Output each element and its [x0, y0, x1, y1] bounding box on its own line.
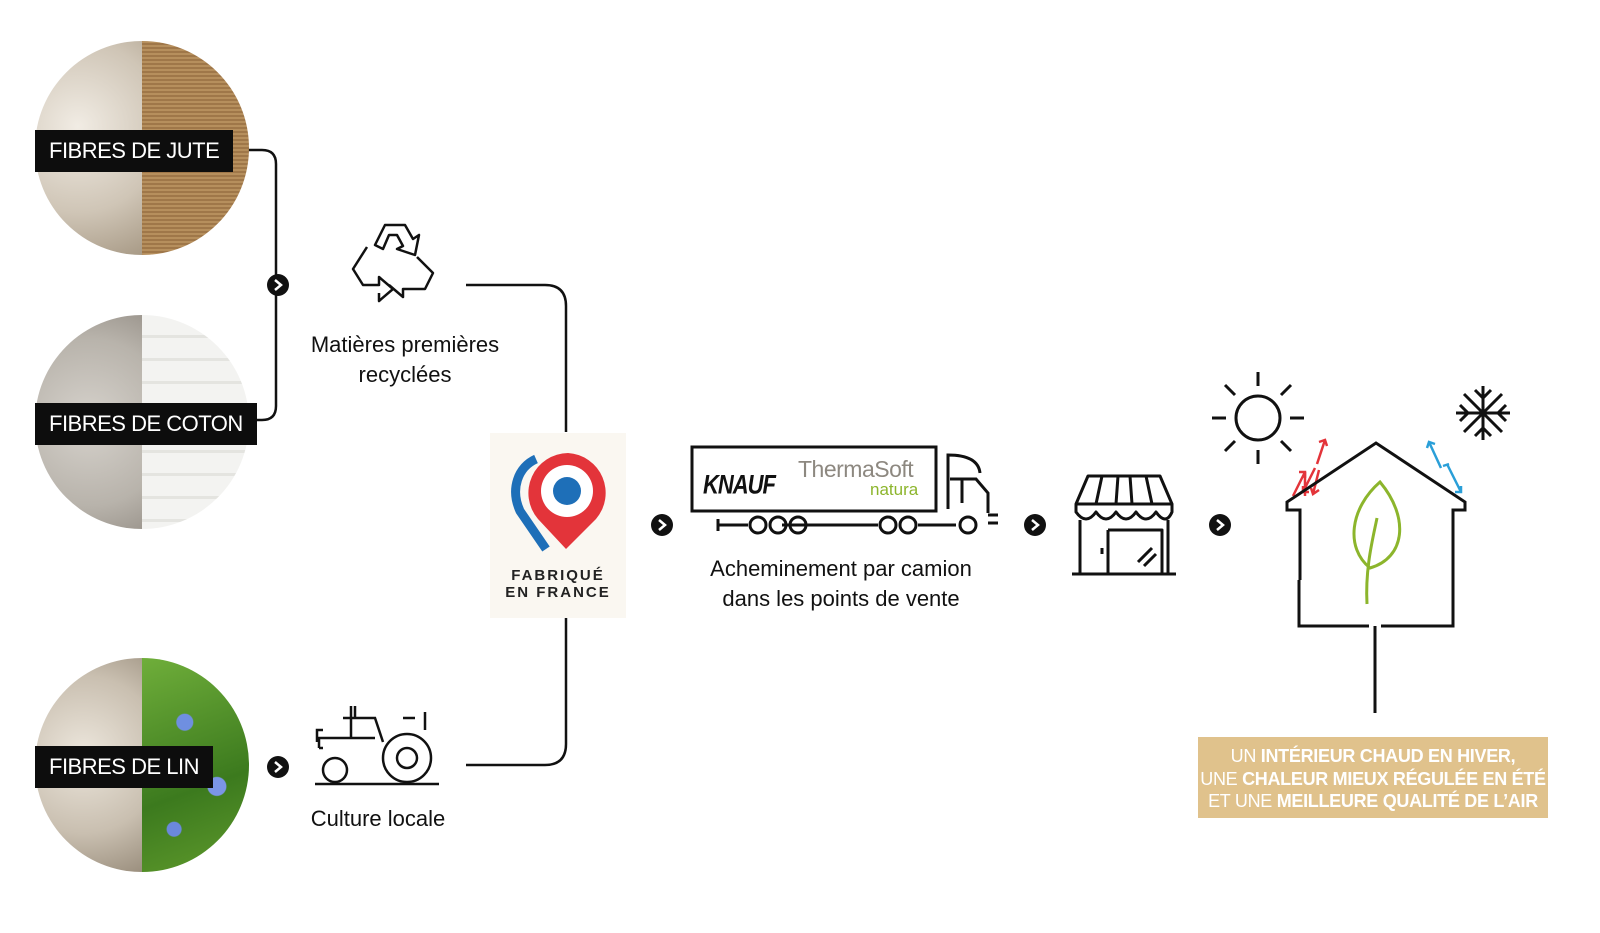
transport-caption: Acheminement par camion dans les points …	[680, 554, 1002, 614]
benefit-line2-b: CHALEUR MIEUX RÉGULÉE EN ÉTÉ	[1242, 768, 1546, 789]
thermasoft-natura-logo: natura	[870, 480, 919, 499]
snowflake-icon	[1456, 386, 1510, 440]
arrow-right-icon	[267, 274, 289, 296]
recycled-caption-line2: recyclées	[358, 362, 452, 387]
arrow-right-icon	[267, 756, 289, 778]
benefit-line2-a: UNE	[1200, 768, 1243, 789]
benefit-line1-a: UN	[1230, 746, 1261, 766]
store-icon	[1072, 474, 1176, 576]
made-in-france-line2: EN FRANCE	[505, 584, 611, 601]
benefit-banner: UN INTÉRIEUR CHAUD EN HIVER, UNE CHALEUR…	[1198, 737, 1548, 818]
sun-icon	[1212, 372, 1304, 464]
transport-caption-line1: Acheminement par camion	[710, 556, 972, 581]
transport-caption-line2: dans les points de vente	[722, 586, 960, 611]
truck-icon	[690, 445, 998, 535]
leaf-icon	[1352, 479, 1402, 605]
benefit-line1-b: INTÉRIEUR CHAUD EN HIVER,	[1260, 746, 1516, 766]
benefit-line3-a: ET UNE	[1208, 791, 1277, 811]
tractor-icon	[315, 706, 439, 786]
recycled-caption-line1: Matières premières	[310, 332, 500, 357]
linen-label: FIBRES DE LIN	[35, 746, 213, 788]
local-culture-caption: Culture locale	[310, 806, 446, 831]
knauf-logo: KNAUF	[703, 469, 776, 500]
house-leaf-icon	[1212, 372, 1510, 713]
recycle-icon	[351, 223, 435, 303]
thermasoft-logo: ThermaSoft	[798, 456, 914, 482]
arrow-right-icon	[651, 514, 673, 536]
made-in-france-line1: FABRIQUÉ	[511, 567, 605, 584]
jute-label: FIBRES DE JUTE	[35, 130, 234, 172]
benefit-line3-b: MEILLEURE QUALITÉ DE L’AIR	[1276, 791, 1539, 811]
recycled-caption: Matières premières recyclées	[290, 330, 520, 390]
made-in-france-badge: FABRIQUÉ EN FRANCE	[490, 433, 626, 618]
location-pin-icon	[511, 453, 606, 552]
arrow-right-icon	[1209, 514, 1231, 536]
cool-arrows-icon	[1425, 440, 1463, 494]
cotton-label: FIBRES DE COTON	[35, 403, 257, 445]
arrow-right-icon	[1024, 514, 1046, 536]
